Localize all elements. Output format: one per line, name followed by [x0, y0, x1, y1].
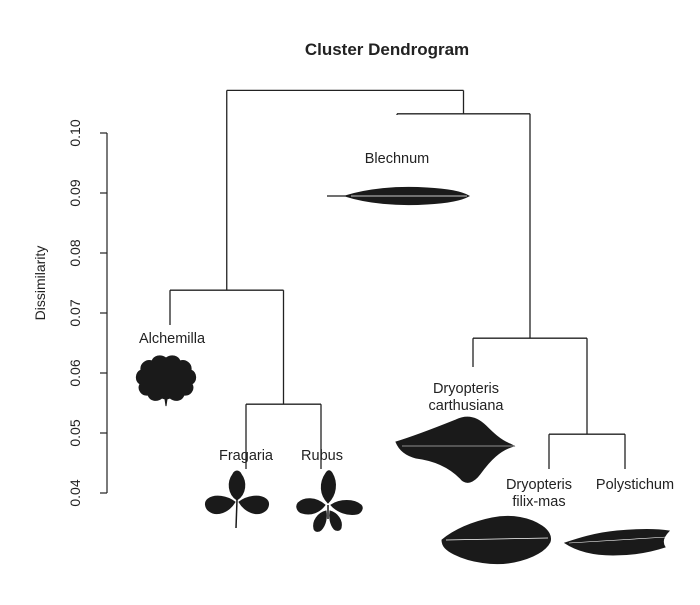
y-tick-label: 0.09: [67, 179, 83, 206]
y-tick-label: 0.05: [67, 419, 83, 446]
y-tick-label: 0.07: [67, 299, 83, 326]
leaf-label-rubus: Rubus: [301, 448, 343, 464]
leaf-label-blechnum: Blechnum: [365, 151, 429, 167]
fragaria-leaf-icon: [205, 470, 269, 529]
y-tick-label: 0.06: [67, 359, 83, 386]
y-tick-label: 0.10: [67, 119, 83, 146]
chart-title: Cluster Dendrogram: [305, 40, 469, 59]
alchemilla-leaf-icon: [135, 355, 197, 407]
leaf-label-polystichum: Polystichum: [596, 477, 674, 493]
dendrogram-branches: [169, 89, 626, 469]
polystichum-frond-icon: [563, 529, 671, 556]
dryopteris-filix-mas-frond-icon: [441, 515, 551, 565]
rubus-leaf-icon: [296, 470, 363, 532]
y-tick-label: 0.04: [67, 479, 83, 506]
dryopteris-carthusiana-frond-icon: [395, 416, 516, 483]
leaf-icons: [135, 186, 671, 565]
leaf-label-fragaria: Fragaria: [219, 448, 274, 464]
y-tick-label: 0.08: [67, 239, 83, 266]
leaf-label-alchemilla: Alchemilla: [139, 331, 206, 347]
blechnum-frond-icon: [327, 186, 471, 206]
y-axis-label: Dissimilarity: [32, 246, 48, 321]
y-axis: 0.04 0.05 0.06 0.07 0.08 0.09 0.10: [67, 119, 108, 507]
